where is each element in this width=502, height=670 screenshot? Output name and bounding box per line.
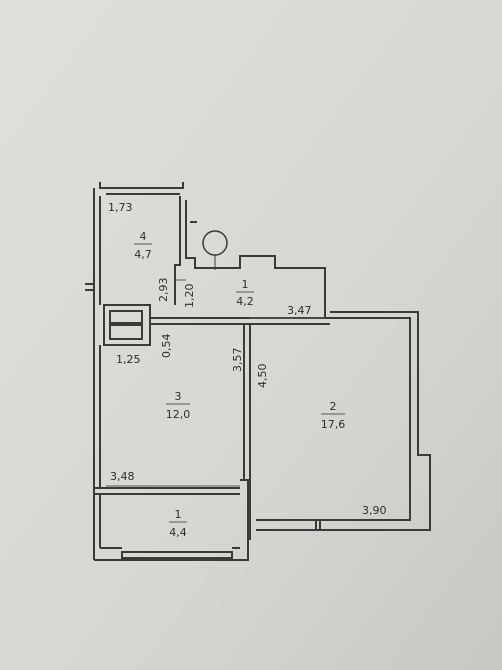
room-area: 4,4	[169, 526, 187, 539]
dimension-label: 3,57	[231, 348, 244, 373]
room-area: 4,7	[134, 248, 152, 261]
dimension-label: 3,90	[362, 504, 387, 517]
room-number: 1	[175, 508, 182, 521]
room-area: 4,2	[236, 295, 254, 308]
room-area: 12,0	[166, 408, 191, 421]
dimension-label: 2,93	[157, 278, 170, 303]
dimension-lines	[106, 279, 325, 487]
room-label-3: 3 12,0	[166, 390, 191, 421]
dimension-label: 0,54	[160, 334, 173, 359]
dimension-label: 1,20	[183, 284, 196, 309]
room-label-2: 2 17,6	[321, 400, 346, 431]
dimension-label: 1,73	[108, 201, 133, 214]
room-label-1-corridor: 1 4,2	[236, 278, 254, 308]
walls	[85, 182, 431, 561]
room-number: 3	[175, 390, 182, 403]
dimension-label: 3,47	[287, 304, 312, 317]
room-number: 2	[330, 400, 337, 413]
room-area: 17,6	[321, 418, 346, 431]
dimension-label: 4,50	[256, 364, 269, 389]
dimension-label: 1,25	[116, 353, 141, 366]
room-label-1-balcony: 1 4,4	[169, 508, 187, 539]
room-label-4: 4 4,7	[134, 230, 152, 261]
room-number: 4	[140, 230, 147, 243]
dimension-label: 3,48	[110, 470, 135, 483]
room-number: 1	[242, 278, 249, 291]
